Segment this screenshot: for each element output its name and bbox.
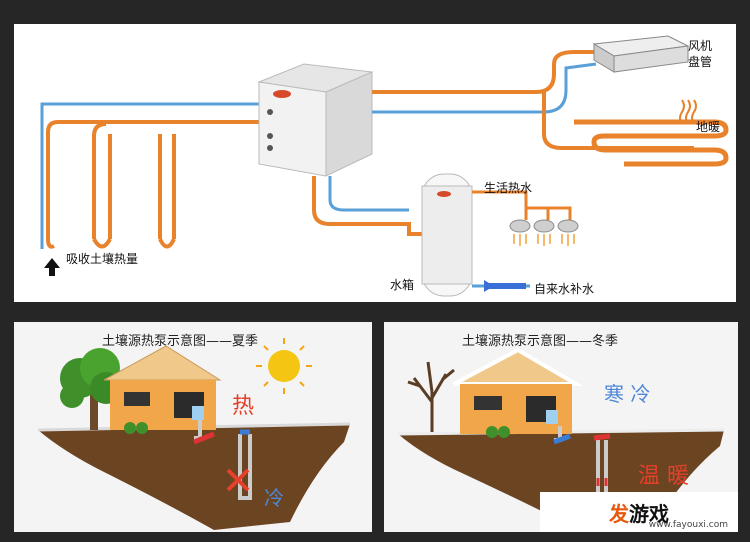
winter-warm-label: 温 暖 [638,464,689,489]
absorb-heat-label: 吸收土壤热量 [66,252,139,266]
ground-loop-orange [46,120,260,249]
house-snow [453,347,584,434]
winter-cold-label: 寒 冷 [604,382,651,406]
summer-graphic [37,338,351,530]
tree-trunk [90,392,98,430]
logo-url: www.fayouxi.com [648,520,728,530]
winter-title: 土壤源热泵示意图——冬季 [462,334,619,349]
ground-loop-blue [40,102,260,249]
heat-pump-unit [257,63,374,177]
hot-water-pipe [472,190,572,220]
summer-hot-label: 热 [232,394,255,419]
house [103,345,222,430]
soil [38,424,350,530]
summer-title: 土壤源热泵示意图——夏季 [102,334,259,349]
pipe-to-floor [542,92,694,150]
heat-out-arrows-icon [226,468,250,492]
tank-label: 水箱 [390,278,415,292]
water-drops [513,234,575,246]
hot-water-label: 生活热水 [484,181,533,195]
makeup-water-label: 自来水补水 [534,282,595,296]
system-diagram-panel: 风机盘管 地暖 生活热水 吸收土壤热量 水箱 自来水补水 [14,24,736,302]
summer-panel: 土壤源热泵示意图——夏季 热 冷 [14,322,372,532]
system-diagram-graphic [40,35,729,297]
heat-in-arrows-icon [596,478,608,486]
shower-heads-icon [509,219,579,233]
bare-tree [407,361,455,432]
floor-heating-label: 地暖 [696,120,721,134]
site-logo[interactable]: 发游戏 www.fayouxi.com [540,492,738,532]
logo-text: 发游戏 [609,501,669,526]
water-tank [421,173,473,297]
up-arrow-icon [44,258,60,276]
floor-heating-coil [574,119,729,167]
summer-cold-label: 冷 [264,486,284,510]
fan-coil-unit [592,35,690,73]
pipe-to-fancoil-orange [372,50,596,94]
heat-waves-icon [679,99,697,125]
pipe-to-fancoil-blue [372,62,597,114]
fan-coil-label: 风机盘管 [688,39,713,69]
pipe-to-tank-blue [328,176,409,212]
sun-icon [268,350,300,382]
pipe-to-tank-orange [312,176,424,236]
